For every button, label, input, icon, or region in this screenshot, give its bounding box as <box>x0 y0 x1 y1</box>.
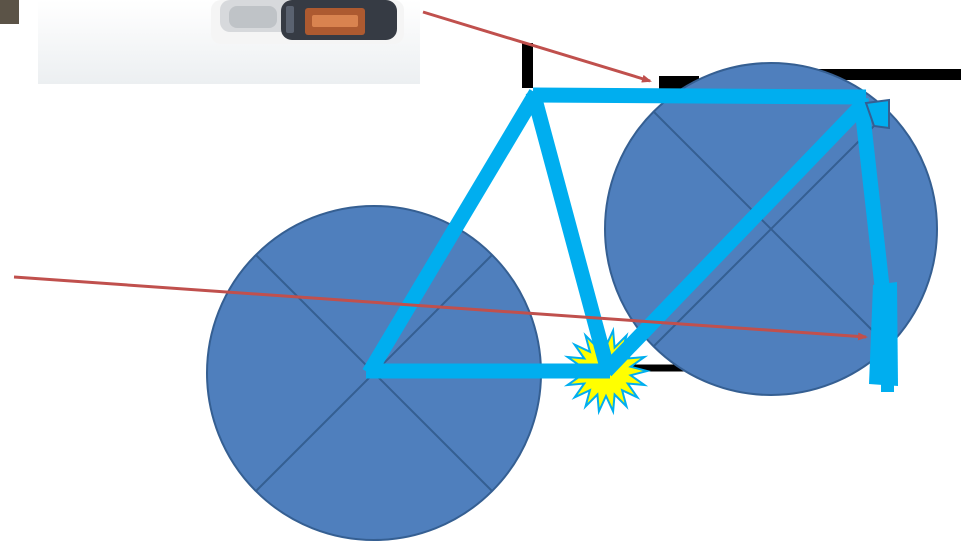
seat-tube <box>533 92 608 371</box>
pedal-photo <box>38 0 420 84</box>
photo-fragment-left <box>0 0 19 24</box>
seatpost-upper <box>522 43 533 88</box>
front-fork <box>869 282 898 392</box>
arrow-to-handlebar <box>423 12 650 81</box>
top-tube <box>533 95 866 97</box>
